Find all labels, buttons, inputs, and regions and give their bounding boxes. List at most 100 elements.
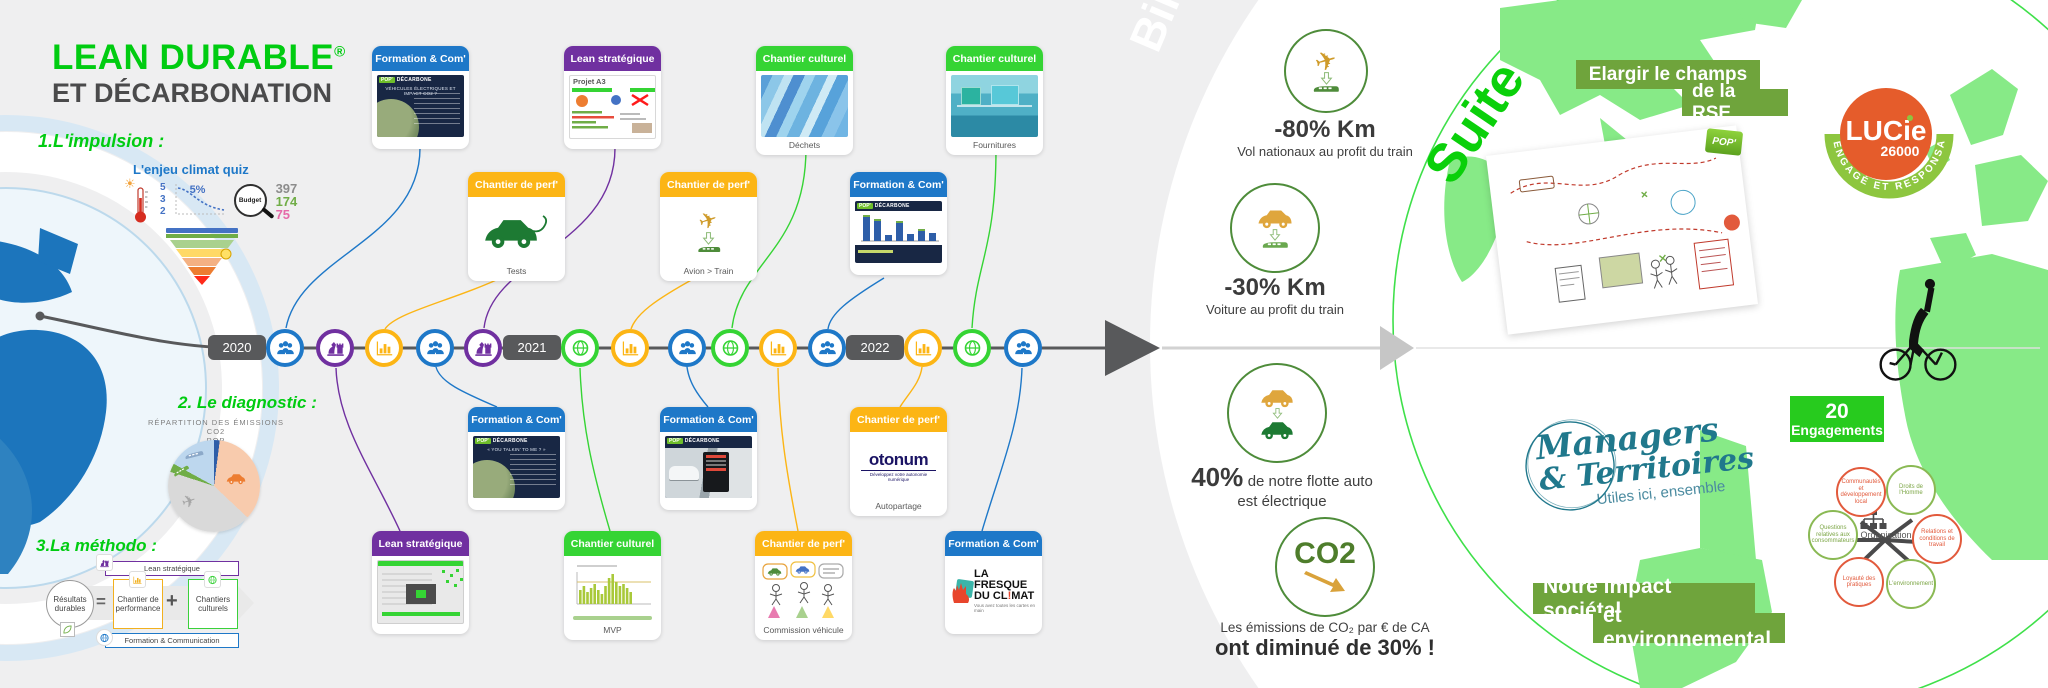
engagements-box: 20 Engagements	[1790, 396, 1884, 442]
fresque-du-climat-logo: LA FRESQUE DU CL!MAT Vous avez toutes le…	[950, 560, 1037, 622]
card-caption: Avion > Train	[683, 266, 734, 276]
pop-slide-thumbnail: POP'DÉCARBONE « YOU TALKIN' TO ME ? »	[473, 436, 560, 498]
co2-text: CO2	[1294, 537, 1356, 570]
lucie-26000-label: ENGAGÉ ET RESPONSABLE LUCie 26000	[1822, 82, 1956, 214]
thermometer-icon: ☀	[124, 176, 154, 224]
card-chantier-perf: Chantier de perf' Tests	[468, 172, 565, 281]
card-caption: Commission véhicule	[763, 625, 844, 635]
decline-curve-chart: 5%	[172, 182, 228, 218]
pop-slide-thumbnail: POP'DÉCARBONE VÉHICULES ÉLECTRIQUES ET I…	[377, 75, 464, 137]
title-line2: ET DÉCARBONATION	[52, 78, 332, 108]
methodo-result-circle: Résultats durables	[46, 580, 94, 628]
card-label: Chantier de perf'	[850, 407, 947, 432]
a3-project-thumbnail: Projet A3	[569, 75, 656, 139]
equals-sign: =	[96, 592, 106, 611]
card-label: Formation & Com'	[372, 46, 469, 71]
wheel-item-consommateurs: Questions relatives aux consommateurs	[1808, 510, 1858, 560]
stat-fleet: 40% de notre flotte auto est électrique	[1157, 462, 1407, 510]
mvp-barchart-thumbnail	[569, 560, 656, 622]
node-perf-icon	[904, 329, 942, 367]
chart-icon	[129, 571, 146, 588]
node-formation-icon	[266, 329, 304, 367]
node-lean-icon	[316, 329, 354, 367]
card-caption: Fournitures	[973, 140, 1016, 150]
stat-30km: -30% Km Voiture au profit du train	[1155, 274, 1395, 317]
card-label: Chantier de perf'	[660, 172, 757, 197]
card-lean-strategique: Lean stratégique	[372, 531, 469, 634]
wheel-center-label: Organisation	[1860, 530, 1912, 540]
node-lean-icon	[464, 329, 502, 367]
stat-co2: Les émissions de CO₂ par € de CA ont dim…	[1180, 620, 1470, 661]
co2-stat-icon: CO2	[1275, 517, 1375, 617]
node-formation-icon	[1004, 329, 1042, 367]
stat-value: -30% Km	[1224, 274, 1326, 301]
co2-pie-chart: ✈	[168, 440, 260, 532]
plus-sign: +	[166, 590, 178, 612]
rse-banner-line2: de la RSE	[1682, 81, 1788, 124]
car-to-train-stat-icon	[1230, 183, 1320, 273]
year-2021: 2021	[503, 335, 561, 360]
card-chantier-culturel: Chantier culturel Fournitures	[946, 46, 1043, 155]
card-formation-com: Formation & Com' POP'DÉCARBONE « YOU TAL…	[468, 407, 565, 510]
car-to-electric-stat-icon	[1227, 363, 1327, 463]
otonum-logo: otonum Développez votre autonomie numéri…	[855, 436, 942, 498]
node-formation-icon	[668, 329, 706, 367]
card-label: Chantier culturel	[946, 46, 1043, 71]
supplies-photo-thumbnail	[951, 75, 1038, 137]
card-label: Chantier culturel	[564, 531, 661, 556]
plane-to-train-stat-icon: ✈	[1284, 29, 1368, 113]
node-perf-icon	[611, 329, 649, 367]
card-formation-com: Formation & Com' POP'DÉCARBONE	[850, 172, 947, 275]
card-formation-com: Formation & Com' POP'DÉCARBONE VÉHICULES…	[372, 46, 469, 149]
plane-to-train-icon: ✈	[665, 201, 752, 263]
stat-caption: Les émissions de CO₂ par € de CA	[1220, 620, 1430, 635]
card-label: Lean stratégique	[564, 46, 661, 71]
card-chantier-perf: Chantier de perf' otonum Développez votr…	[850, 407, 947, 516]
node-formation-icon	[416, 329, 454, 367]
stat-value: -80% Km	[1274, 116, 1376, 143]
pop-charging-photo-thumbnail: POP'DÉCARBONE	[665, 436, 752, 498]
title-line1: LEAN DURABLE	[52, 38, 335, 77]
stat-caption-2: est électrique	[1237, 493, 1327, 510]
node-perf-icon	[759, 329, 797, 367]
red-hand-icon	[950, 578, 975, 604]
card-label: Chantier culturel	[756, 46, 853, 71]
thermometer-scale: 5 3 2	[160, 182, 166, 217]
wheel-item-relations: Relations et conditions de travail	[1912, 514, 1962, 564]
card-caption: Tests	[506, 266, 527, 276]
waste-photo-thumbnail	[761, 75, 848, 137]
node-formation-icon	[808, 329, 846, 367]
node-culturel-icon	[561, 329, 599, 367]
wheel-item-loyaute: Loyauté des pratiques	[1834, 557, 1884, 607]
pop-logo-badge: POP'	[1704, 128, 1744, 156]
methodo-arrow-tip	[238, 586, 254, 620]
sketchnote-board	[1485, 125, 1759, 335]
cyclist-silhouette	[1876, 272, 1960, 384]
node-perf-icon	[365, 329, 403, 367]
lucie-number: 26000	[1881, 143, 1920, 159]
globe-icon	[204, 571, 221, 588]
impulsion-heading: 1.L'impulsion :	[38, 131, 165, 151]
stat-caption-bold: ont diminué de 30% !	[1214, 635, 1436, 660]
software-screenshot-thumbnail	[377, 560, 464, 624]
card-lean-strategique: Lean stratégique Projet A3	[564, 46, 661, 149]
card-label: Formation & Com'	[945, 531, 1042, 556]
pop-barchart-slide-thumbnail: POP'DÉCARBONE	[855, 201, 942, 263]
quiz-label: L'enjeu climat quiz	[133, 162, 249, 177]
wheel-item-communautes: Communautés et développement local	[1836, 467, 1886, 517]
wheel-item-droits: Droits de l'Homme	[1886, 465, 1936, 515]
stat-80km: -80% Km Vol nationaux au profit du train	[1195, 116, 1455, 159]
card-label: Lean stratégique	[372, 531, 469, 556]
year-2020: 2020	[208, 335, 266, 360]
engagements-label: Engagements	[1791, 421, 1883, 438]
stat-caption: de notre flotte auto	[1247, 473, 1373, 490]
node-culturel-icon	[953, 329, 991, 367]
card-label: Chantier de perf'	[468, 172, 565, 197]
budget-magnifier-icon: Budget	[233, 182, 275, 224]
commission-sketch-thumbnail	[760, 560, 847, 622]
impact-banner-line2: et environnemental	[1593, 604, 1785, 651]
card-caption: MVP	[603, 625, 622, 635]
engagements-count: 20	[1825, 399, 1849, 423]
quiz-icons-row: ☀ 5 3 2 5% Budget 3	[124, 176, 297, 224]
